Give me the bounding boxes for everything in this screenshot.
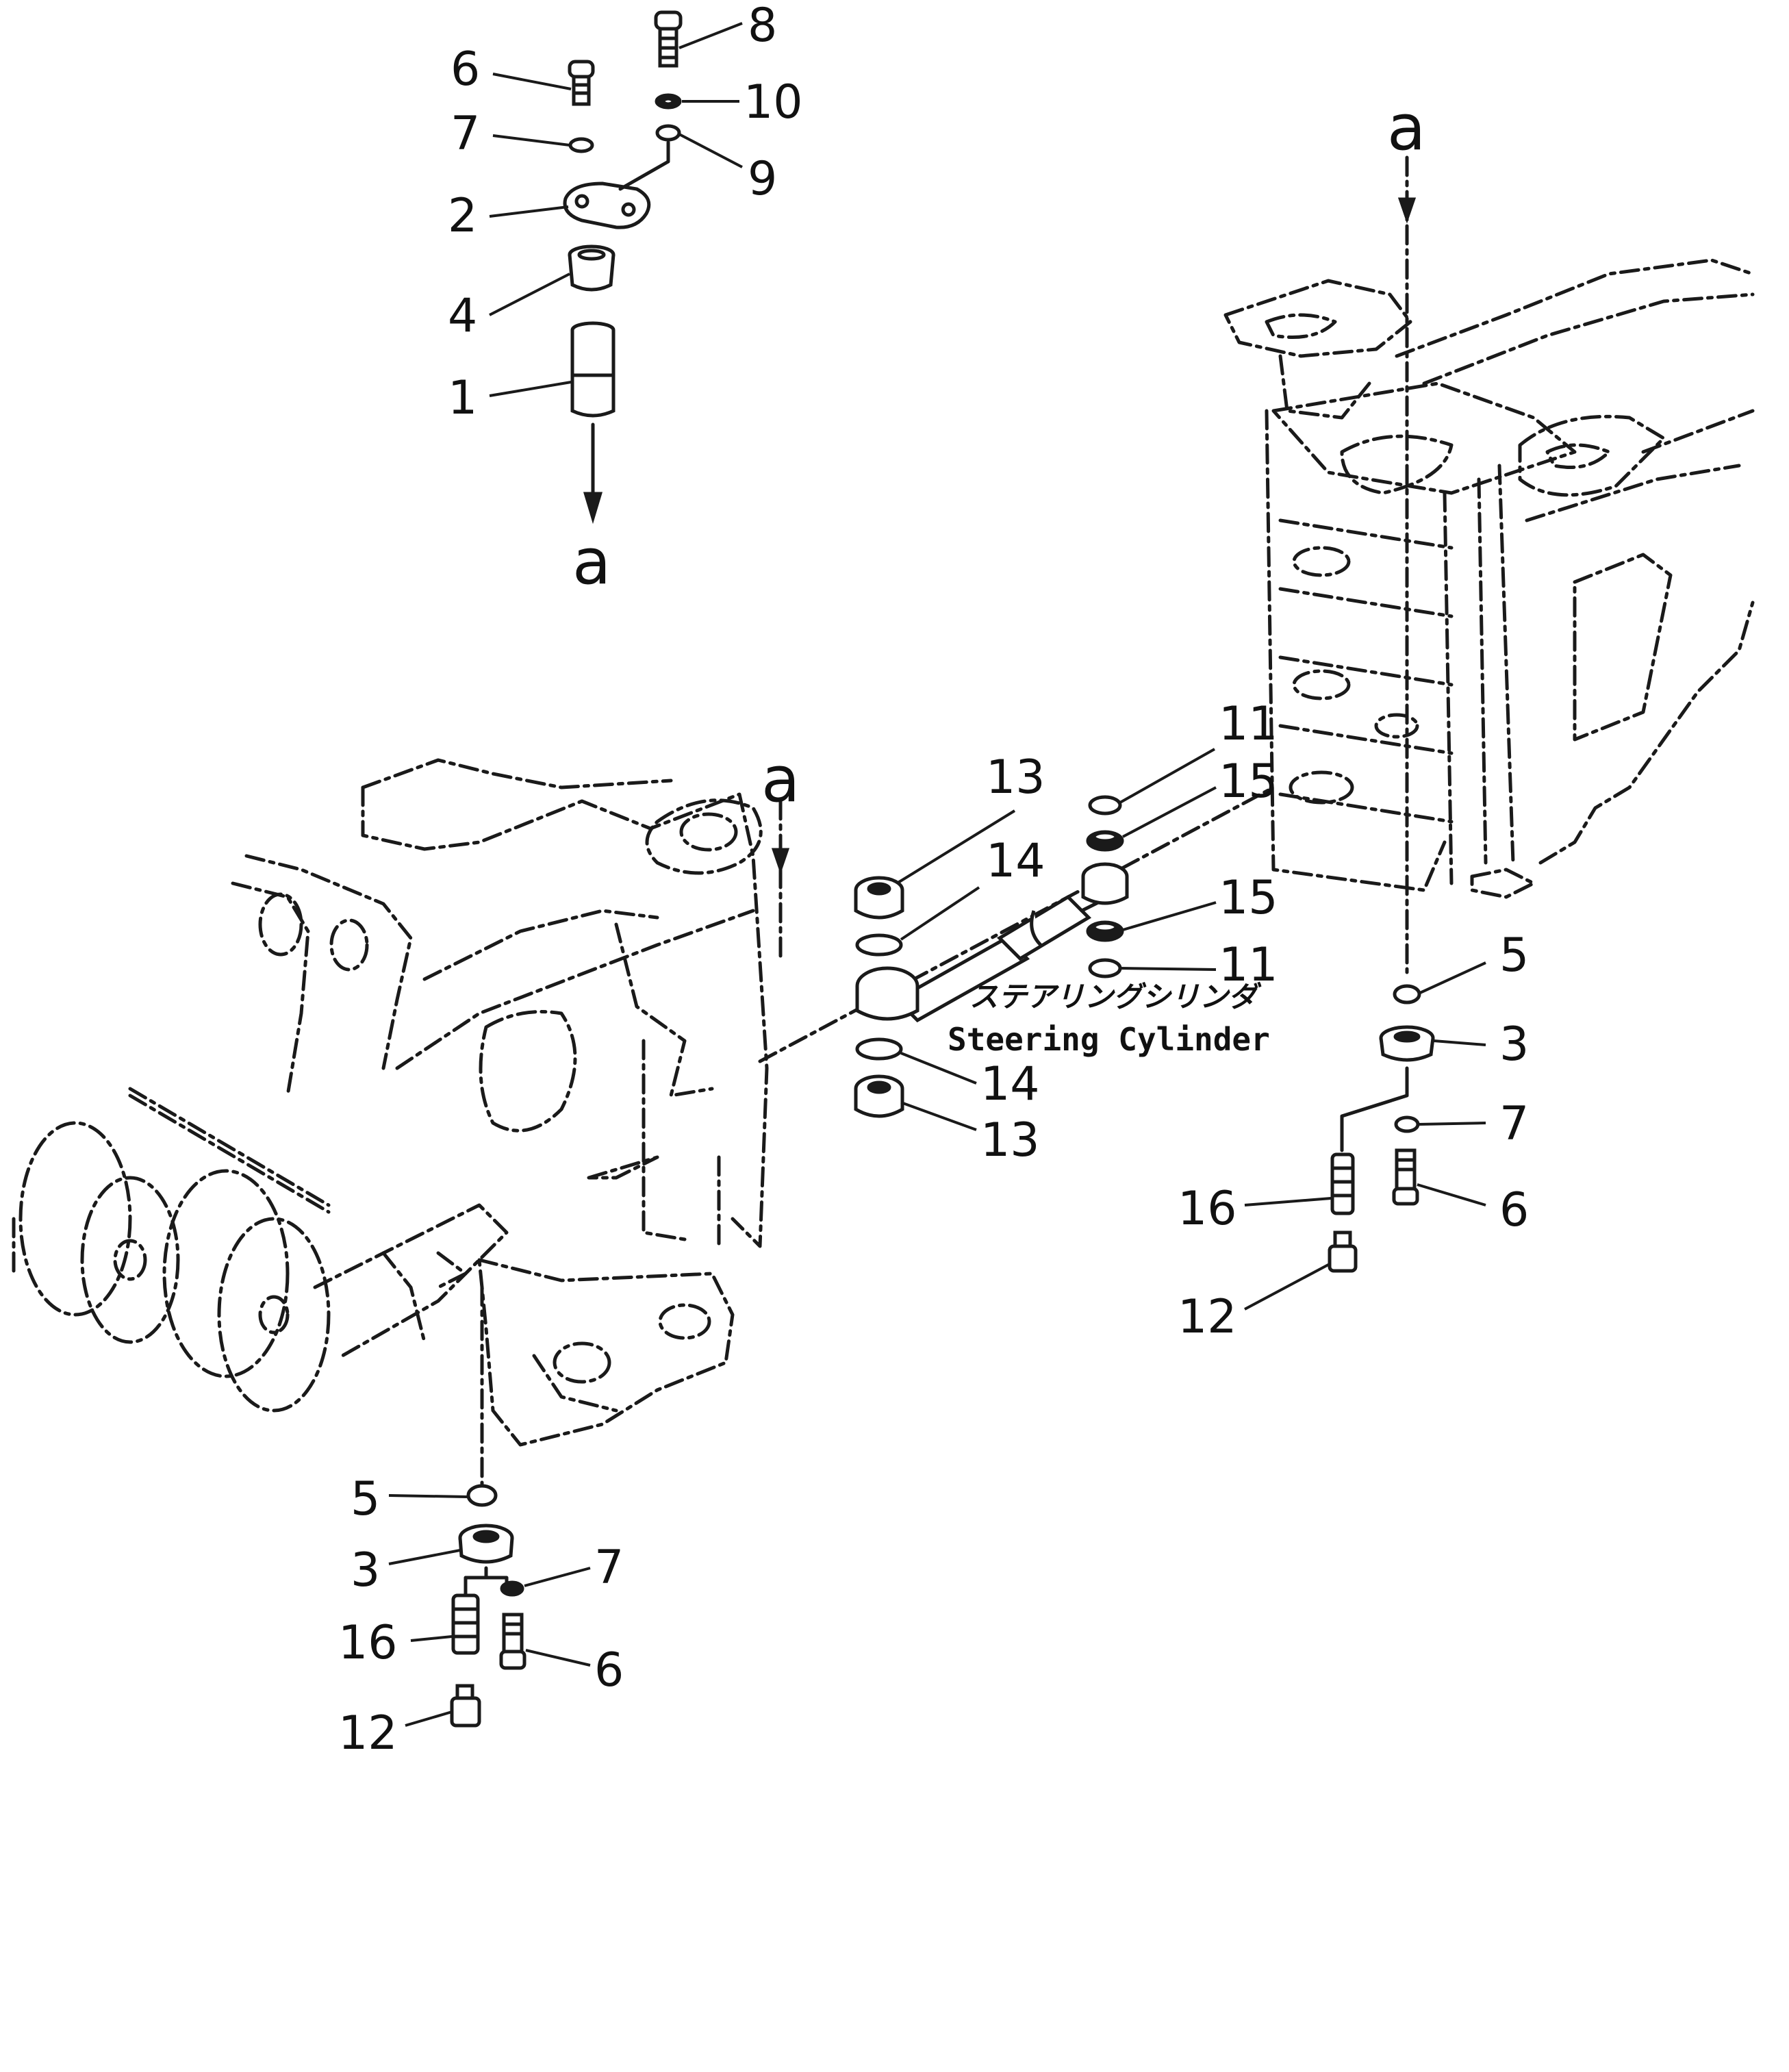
cap-3-left <box>458 1524 514 1564</box>
seal-14-upper <box>855 933 903 957</box>
callout-16-left: 16 <box>338 1616 398 1670</box>
rear-frame <box>1223 258 1755 899</box>
bushing-13-lower <box>854 1074 904 1118</box>
leaders-left <box>388 1494 591 1727</box>
ring-11-lower <box>1088 958 1122 978</box>
callout-6-left: 6 <box>594 1643 624 1697</box>
callout-13-lower: 13 <box>980 1113 1040 1167</box>
callout-15-upper: 15 <box>1219 755 1278 809</box>
fitting-16-left <box>451 1593 480 1655</box>
ref-a-top: a <box>572 525 611 598</box>
seal-15-upper <box>1086 830 1124 852</box>
leaders-right <box>1244 961 1486 1311</box>
ref-a-left: a <box>761 743 800 816</box>
callout-5-left: 5 <box>351 1472 380 1526</box>
ref-a-right: a <box>1387 91 1425 164</box>
steering-cylinder <box>893 894 1111 1023</box>
washer-9 <box>655 124 681 142</box>
bushing-4 <box>568 244 616 292</box>
callout-15-lower: 15 <box>1219 871 1278 925</box>
callout-14-lower: 14 <box>980 1057 1040 1111</box>
cylinder-eye-right <box>1081 862 1129 905</box>
callout-11-upper: 11 <box>1219 697 1278 751</box>
washer-7-right <box>1394 1115 1420 1133</box>
bushing-13-upper <box>854 876 904 920</box>
caption-english: Steering Cylinder <box>948 1021 1270 1058</box>
washer-7-top <box>568 137 594 153</box>
bolt-6-left <box>499 1613 526 1670</box>
pin-assembly-right-bottom <box>1328 984 1435 1273</box>
bolt-6-right <box>1392 1148 1419 1206</box>
reference-letters: a a a <box>572 91 1425 816</box>
callout-7-left: 7 <box>594 1541 624 1595</box>
callout-8: 8 <box>748 0 777 53</box>
pin-assembly-top <box>563 10 683 525</box>
callout-10: 10 <box>744 75 803 129</box>
cap-3-right <box>1379 1025 1435 1062</box>
pin-1 <box>570 321 616 418</box>
seal-14-lower <box>855 1037 903 1061</box>
bolt-6-top <box>568 60 595 106</box>
leaders-top <box>489 22 743 397</box>
ring-11-upper <box>1088 795 1122 816</box>
seal-5-right <box>1393 984 1421 1005</box>
fitting-16-right <box>1330 1152 1355 1215</box>
callout-13-upper: 13 <box>986 750 1045 805</box>
cylinder-bushings <box>854 795 1129 1118</box>
cylinder-caption: ステアリングシリンダ Steering Cylinder <box>948 980 1270 1058</box>
callout-6-right: 6 <box>1499 1183 1529 1237</box>
grease-fitting-12-left <box>450 1684 481 1728</box>
callout-3-right: 3 <box>1499 1018 1529 1072</box>
callout-7-top: 7 <box>451 107 480 161</box>
seal-15-lower <box>1086 920 1124 942</box>
cylinder-eye-left <box>855 966 919 1021</box>
callout-1: 1 <box>448 371 477 425</box>
callout-12-left: 12 <box>338 1706 398 1760</box>
callout-16-right: 16 <box>1178 1182 1237 1236</box>
callout-9: 9 <box>748 152 777 206</box>
front-frame <box>12 758 769 1447</box>
callout-11-lower: 11 <box>1219 938 1278 992</box>
callout-labels: 6 7 2 4 1 8 10 9 13 14 11 15 15 11 14 13… <box>338 0 1529 1760</box>
callout-7-right: 7 <box>1499 1097 1529 1151</box>
callout-12-right: 12 <box>1178 1290 1237 1344</box>
leaders-cylinder <box>896 748 1217 1131</box>
washer-7-left <box>500 1580 524 1597</box>
callout-14-upper: 14 <box>986 834 1045 888</box>
callout-3-left: 3 <box>351 1543 380 1597</box>
plate-2 <box>563 181 651 229</box>
grease-fitting-12-right <box>1328 1230 1358 1273</box>
callout-5-right: 5 <box>1499 928 1529 983</box>
pin-assembly-left-bottom <box>450 1484 526 1728</box>
callout-6-top: 6 <box>451 42 480 97</box>
caption-japanese: ステアリングシリンダ <box>969 980 1262 1013</box>
bolt-8 <box>654 10 683 68</box>
seal-5-left <box>466 1484 498 1507</box>
callout-2: 2 <box>448 189 477 243</box>
callout-4: 4 <box>448 289 477 343</box>
